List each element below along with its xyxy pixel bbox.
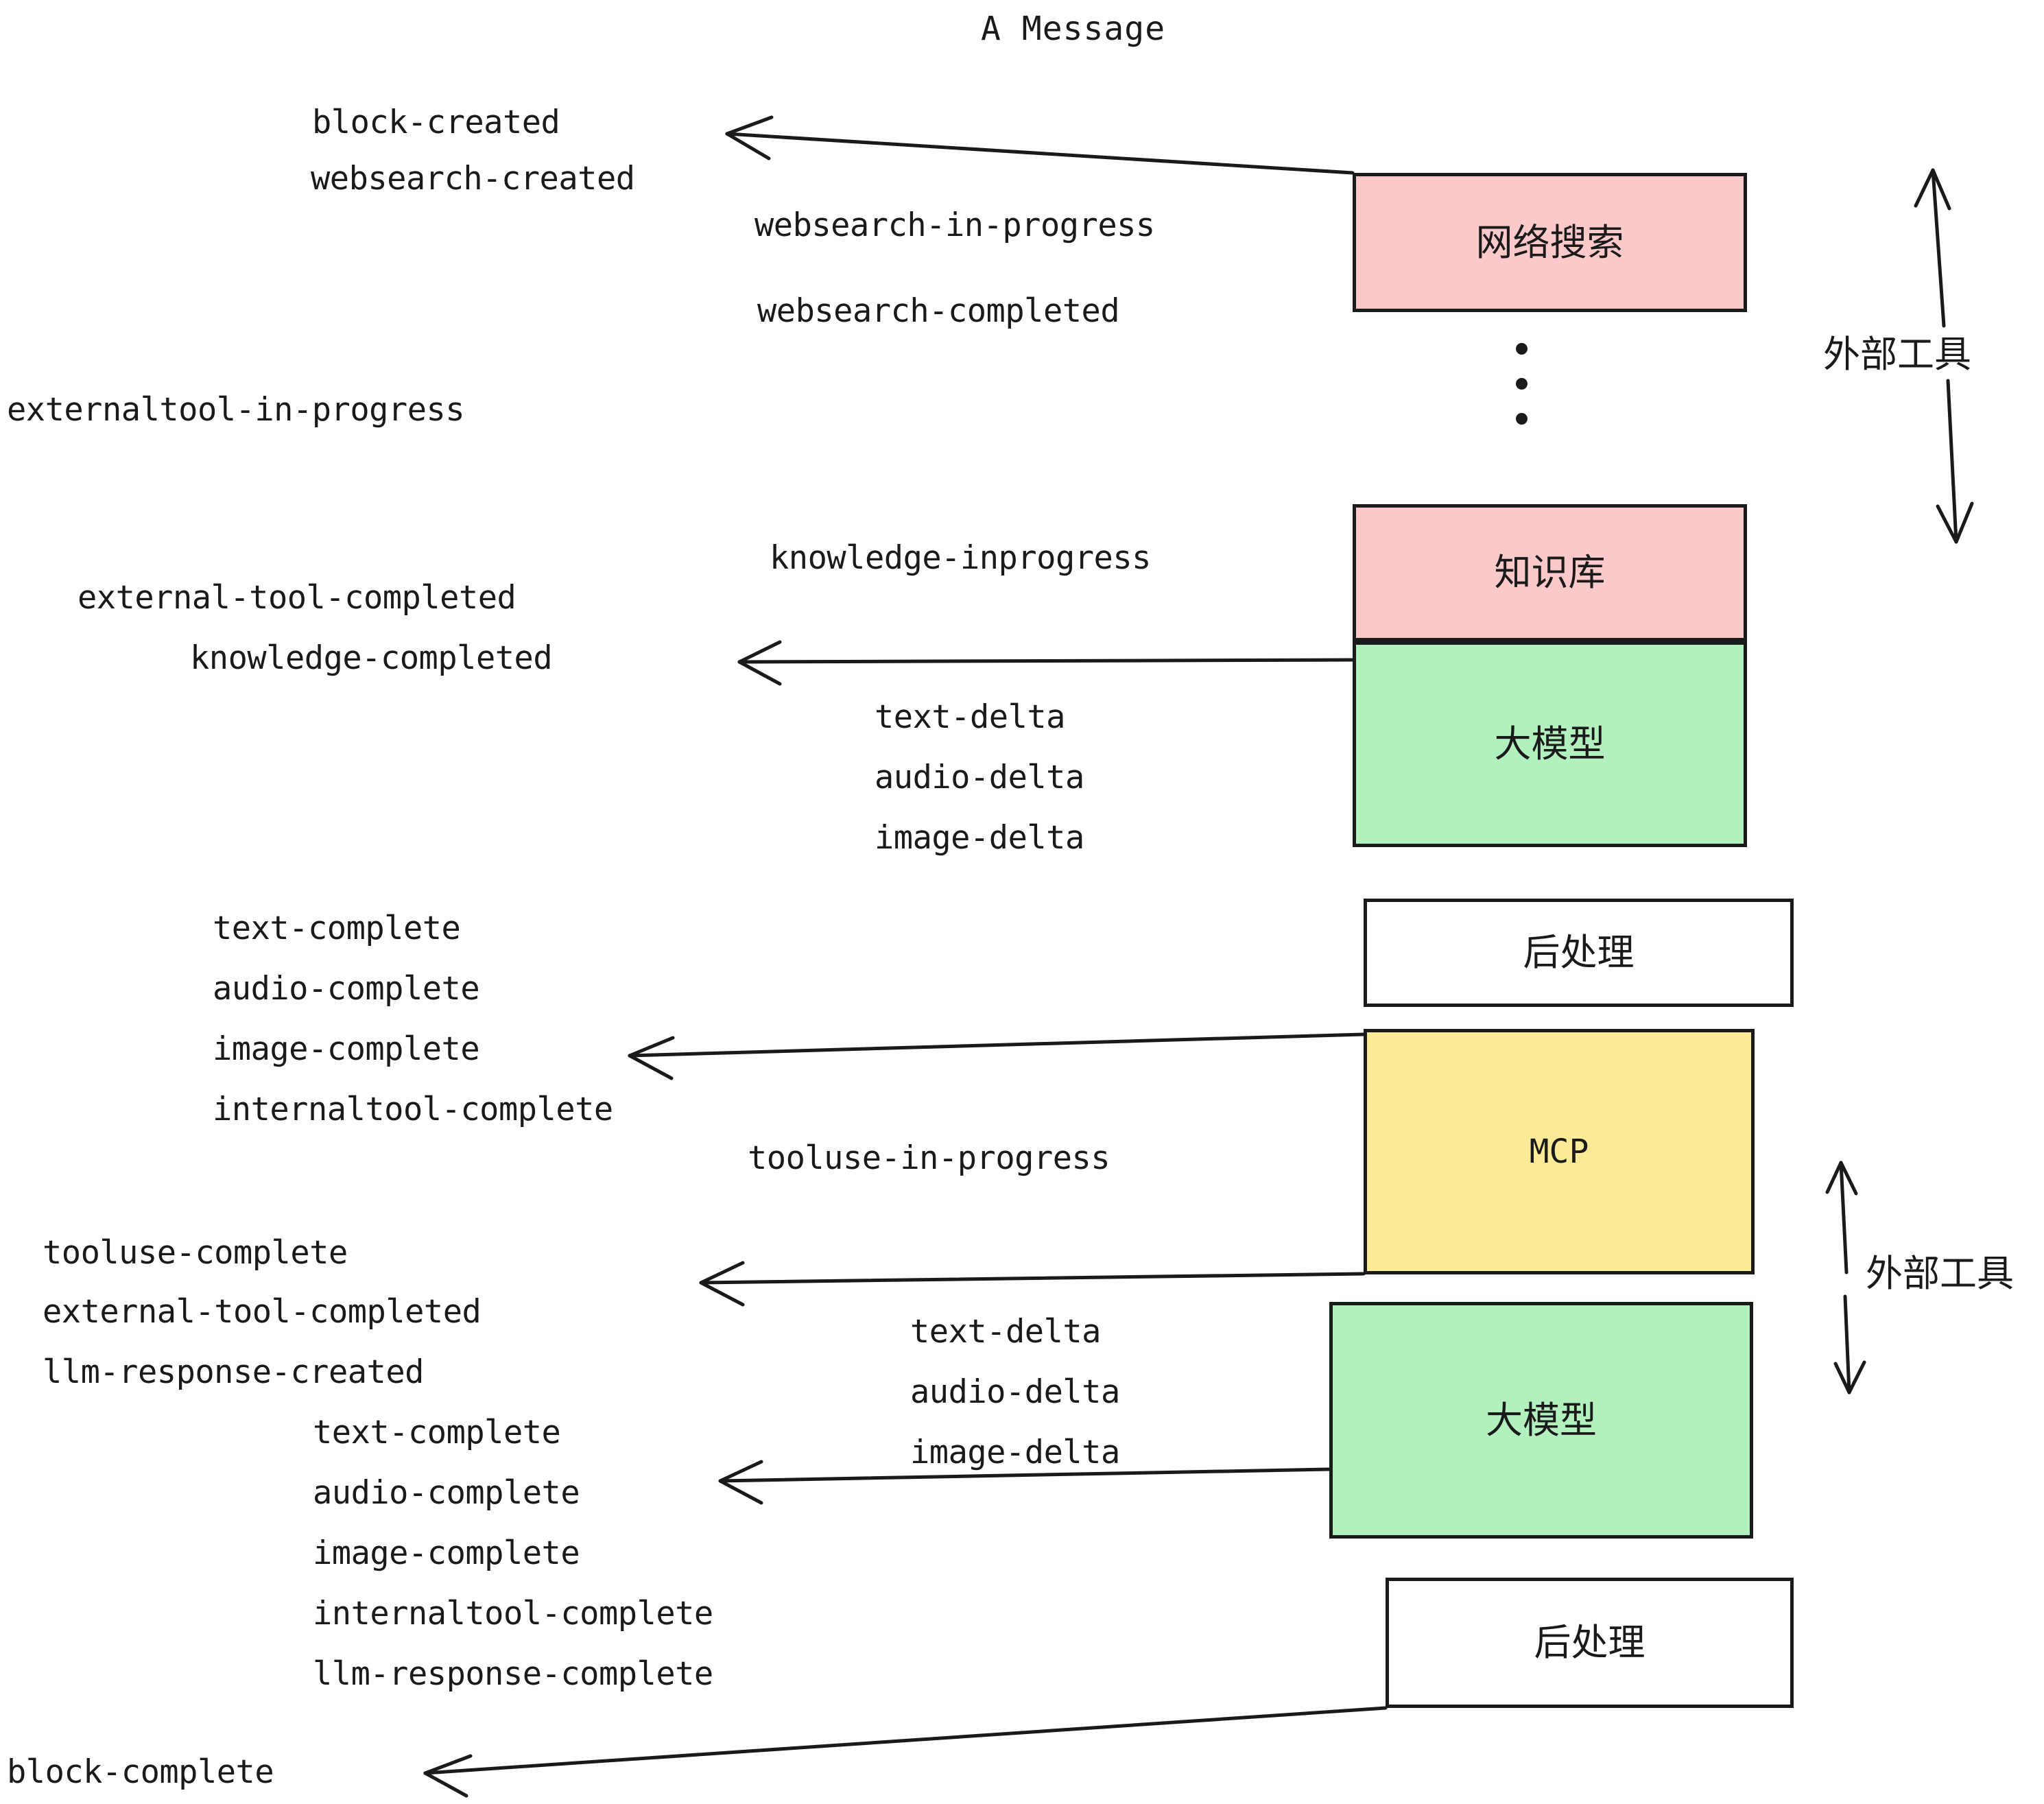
side-label-external-tools-bottom: 外部工具 [1866,1252,2014,1295]
event-label-block-complete: block-complete [7,1753,274,1791]
component-box-llm-bottom[interactable]: 大模型 [1329,1302,1753,1539]
event-label-external-tool-completed-2: external-tool-completed [43,1293,482,1331]
event-label-llm-response-created: llm-response-created [43,1353,424,1391]
event-label-audio-complete-2: audio-complete [313,1474,580,1512]
page-title: A Message [981,10,1166,48]
arrow-postprocess2-to-block-complete [423,1706,1388,1798]
event-label-websearch-completed: websearch-completed [757,292,1120,330]
event-label-internaltool-complete-1: internaltool-complete [213,1091,613,1128]
event-label-knowledge-completed: knowledge-completed [190,639,553,677]
event-label-audio-delta-1: audio-delta [875,759,1084,796]
event-label-image-complete-2: image-complete [313,1534,580,1572]
event-label-knowledge-inprogress: knowledge-inprogress [770,539,1151,577]
event-label-internaltool-complete-2: internaltool-complete [313,1595,713,1633]
arrow-mcp-to-tooluse-complete [699,1261,1366,1307]
event-label-tooluse-in-progress: tooluse-in-progress [748,1139,1110,1177]
component-box-llm-top[interactable]: 大模型 [1353,641,1747,847]
event-label-image-complete-1: image-complete [213,1030,480,1068]
event-label-text-complete-1: text-complete [213,910,461,947]
ellipsis-dot [1516,413,1528,425]
event-label-text-complete-2: text-complete [313,1414,561,1451]
event-label-audio-complete-1: audio-complete [213,970,480,1008]
side-label-external-tools-top: 外部工具 [1823,333,1971,376]
event-label-websearch-created: websearch-created [311,160,635,198]
component-box-postprocess-2[interactable]: 后处理 [1386,1578,1794,1708]
arrow-knowledge-to-knowledge-completed [737,640,1355,686]
component-box-knowledge[interactable]: 知识库 [1353,504,1747,641]
ellipsis-dot [1516,343,1528,355]
component-box-mcp[interactable]: MCP [1364,1029,1755,1274]
arrow-postprocess1-to-image-complete [628,1032,1366,1080]
event-label-image-delta-2: image-delta [910,1434,1120,1471]
vertical-ellipsis [1516,343,1528,425]
event-label-llm-response-complete: llm-response-complete [313,1655,713,1693]
event-label-externaltool-in-progress: externaltool-in-progress [7,391,465,429]
arrow-llm-bottom-to-audio-complete [718,1460,1331,1505]
event-label-block-created: block-created [312,104,560,141]
event-label-text-delta-1: text-delta [875,698,1065,736]
event-label-tooluse-complete: tooluse-complete [43,1234,348,1272]
event-label-external-tool-completed-1: external-tool-completed [78,579,516,617]
event-label-audio-delta-2: audio-delta [910,1373,1120,1411]
external-tools-arrow-bottom [1825,1161,1866,1394]
event-label-websearch-in-progress: websearch-in-progress [754,206,1155,244]
external-tools-arrow-top [1914,168,1974,544]
event-label-text-delta-2: text-delta [910,1313,1101,1351]
arrow-websearch-to-block-created [725,115,1355,175]
component-box-postprocess-1[interactable]: 后处理 [1364,899,1794,1007]
ellipsis-dot [1516,378,1528,390]
event-label-image-delta-1: image-delta [875,819,1084,857]
component-box-websearch[interactable]: 网络搜索 [1353,173,1747,312]
